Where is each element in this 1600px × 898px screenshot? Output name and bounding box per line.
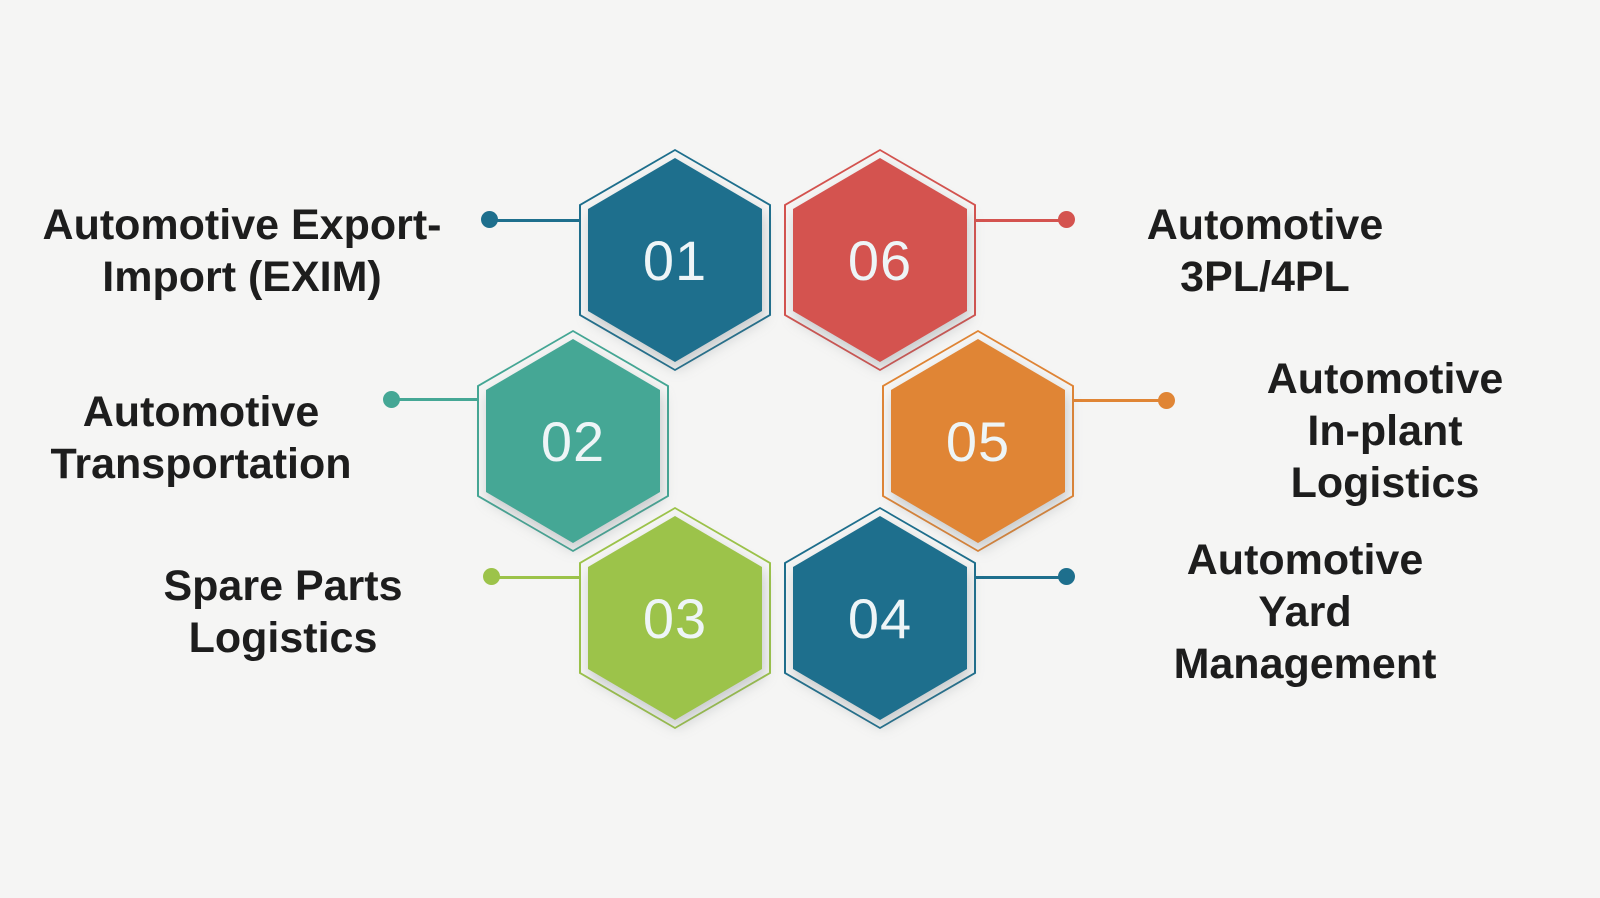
connector-dot-03 xyxy=(483,568,500,585)
hexagon-fill-wrap-05: 05 xyxy=(891,339,1065,543)
hexagon-outline-inner-03 xyxy=(581,509,769,727)
hexagon-fill-04: 04 xyxy=(793,516,967,720)
hexagon-outline-inner-05 xyxy=(884,332,1072,550)
hexagon-02: 02 xyxy=(477,330,669,552)
hexagon-fill-wrap-04: 04 xyxy=(793,516,967,720)
hexagon-fill-03: 03 xyxy=(588,516,762,720)
hex-number-06: 06 xyxy=(847,228,913,292)
hex-number-03: 03 xyxy=(642,586,708,650)
connector-dot-06 xyxy=(1058,211,1075,228)
hexagon-fill-wrap-06: 06 xyxy=(793,158,967,362)
hexagon-03: 03 xyxy=(579,507,771,729)
item-label-01: Automotive Export- Import (EXIM) xyxy=(42,201,442,301)
item-label-06: Automotive 3PL/4PL xyxy=(1146,201,1384,301)
hexagon-fill-wrap-03: 03 xyxy=(588,516,762,720)
connector-line-01 xyxy=(490,219,580,222)
hexagon-outline-inner-06 xyxy=(786,151,974,369)
item-label-02: Automotive Transportation xyxy=(50,388,352,488)
connector-dot-04 xyxy=(1058,568,1075,585)
connector-line-02 xyxy=(391,398,478,401)
hexagon-05: 05 xyxy=(882,330,1074,552)
connector-line-05 xyxy=(1074,399,1167,402)
hexagon-outline-06 xyxy=(784,149,976,371)
hexagon-fill-02: 02 xyxy=(486,339,660,543)
connector-line-04 xyxy=(976,576,1066,579)
hexagon-fill-wrap-01: 01 xyxy=(588,158,762,362)
connector-dot-02 xyxy=(383,391,400,408)
hexagon-fill-01: 01 xyxy=(588,158,762,362)
connector-line-06 xyxy=(976,219,1067,222)
hex-number-02: 02 xyxy=(540,409,606,473)
hexagon-outline-03 xyxy=(579,507,771,729)
item-label-03: Spare Parts Logistics xyxy=(163,562,403,662)
hexagon-outline-inner-04 xyxy=(786,509,974,727)
hexagon-fill-06: 06 xyxy=(793,158,967,362)
hexagon-04: 04 xyxy=(784,507,976,729)
hexagon-fill-05: 05 xyxy=(891,339,1065,543)
item-label-04: Automotive Yard Management xyxy=(1173,536,1437,688)
hexagon-fill-wrap-02: 02 xyxy=(486,339,660,543)
connector-dot-05 xyxy=(1158,392,1175,409)
hexagon-outline-inner-01 xyxy=(581,151,769,369)
hexagon-06: 06 xyxy=(784,149,976,371)
hexagon-outline-05 xyxy=(882,330,1074,552)
connector-line-03 xyxy=(492,576,580,579)
hexagon-outline-02 xyxy=(477,330,669,552)
hexagon-01: 01 xyxy=(579,149,771,371)
hex-number-05: 05 xyxy=(945,409,1011,473)
hex-number-01: 01 xyxy=(642,228,708,292)
connector-dot-01 xyxy=(481,211,498,228)
hex-number-04: 04 xyxy=(847,586,913,650)
item-label-05: Automotive In-plant Logistics xyxy=(1266,355,1504,507)
hexagon-outline-04 xyxy=(784,507,976,729)
hexagon-outline-01 xyxy=(579,149,771,371)
hexagon-outline-inner-02 xyxy=(479,332,667,550)
